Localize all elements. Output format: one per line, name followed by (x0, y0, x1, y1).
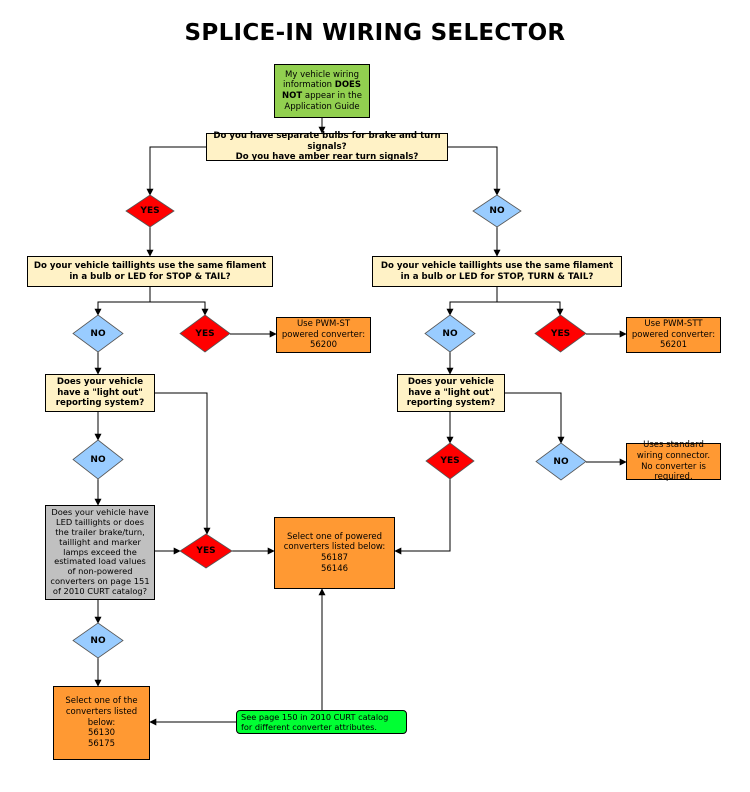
result-nonpowered-converters: Select one of the converters listed belo… (53, 686, 150, 760)
question-led-taillights: Does your vehicle have LED taillights or… (45, 505, 155, 600)
result-powered-converters: Select one of powered converters listed … (274, 517, 395, 589)
note-catalog-reference: See page 150 in 2010 CURT catalog for di… (236, 710, 407, 734)
decision-no-right: NO (424, 314, 476, 353)
result-pwm-stt: Use PWM-STT powered converter: 56201 (626, 317, 721, 353)
start-text-bold: DOES NOT (282, 80, 361, 101)
page-title: SPLICE-IN WIRING SELECTOR (184, 20, 566, 46)
decision-yes-left: YES (179, 314, 231, 353)
connector-yes-right-powered (394, 479, 451, 555)
connector-lightout-left-yes (155, 392, 211, 535)
question-separate-bulbs-line1: Do you have separate bulbs for brake and… (213, 130, 441, 152)
question-lightout-right: Does your vehicle have a "light out" rep… (397, 374, 505, 412)
connector-q2-fork-yes (150, 301, 209, 316)
connector-lightout-right-no (505, 392, 565, 444)
question-separate-bulbs: Do you have separate bulbs for brake and… (206, 130, 448, 163)
decision-yes-led: YES (179, 533, 233, 569)
result-standard-connector: Uses standard wiring connector. No conve… (626, 440, 721, 482)
result-nonpowered-text: Select one of the converters listed belo… (65, 696, 138, 728)
connector-q3-fork-yes (497, 301, 564, 316)
decision-no-lightout-right: NO (535, 442, 587, 481)
start-box: My vehicle wiring information DOES NOT a… (274, 64, 370, 118)
decision-no-left: NO (72, 314, 124, 353)
connector-q2-fork (94, 287, 151, 316)
question-separate-bulbs-line2: Do you have amber rear turn signals? (235, 152, 419, 163)
decision-no-top: NO (472, 194, 522, 228)
connector-q3-fork (446, 287, 498, 316)
decision-yes-top: YES (125, 194, 175, 228)
decision-no-led: NO (72, 622, 124, 659)
result-nonpowered-item: 56175 (87, 738, 116, 749)
result-pwm-st: Use PWM-ST powered converter: 56200 (276, 317, 371, 353)
connector-q1-no (448, 146, 501, 196)
decision-yes-right: YES (534, 314, 587, 353)
result-nonpowered-item: 56130 (87, 728, 116, 739)
connector-q1-yes (146, 146, 206, 196)
start-text-1: My vehicle wiring information (283, 69, 359, 91)
decision-yes-lightout-right: YES (425, 442, 475, 480)
result-powered-text: Select one of powered converters listed … (283, 531, 386, 553)
start-text-2: appear in the Application Guide (284, 91, 362, 112)
question-stop-turn-tail: Do your vehicle taillights use the same … (372, 256, 622, 287)
result-powered-item: 56187 (320, 553, 349, 563)
result-powered-item: 56146 (320, 563, 349, 574)
decision-no-lightout-left: NO (72, 439, 124, 480)
question-lightout-left: Does your vehicle have a "light out" rep… (45, 374, 155, 412)
question-stop-tail: Do your vehicle taillights use the same … (27, 256, 273, 287)
